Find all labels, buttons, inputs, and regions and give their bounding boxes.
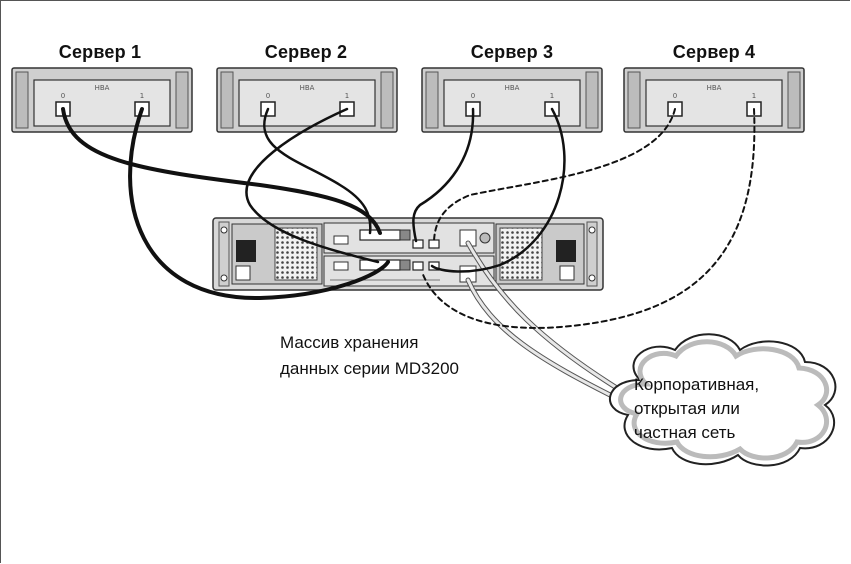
network-label-line-2: открытая или xyxy=(634,399,740,418)
server-4-hba-label: HBA xyxy=(707,84,722,92)
server-2-port1-label: 1 xyxy=(345,92,349,100)
server-3-hba-label: HBA xyxy=(505,84,520,92)
server-3-hba-card xyxy=(421,67,603,133)
server-1-hba-card xyxy=(11,67,193,133)
sas-cables-dashed xyxy=(421,108,756,329)
sas-cables-solid xyxy=(61,107,566,301)
server-4-port1-label: 1 xyxy=(752,92,756,100)
server-4-label: Сервер 4 xyxy=(672,42,756,62)
storage-caption-line-1: Массив хранения xyxy=(280,333,419,352)
server-2-hba-card xyxy=(216,67,398,133)
server-1-hba-label: HBA xyxy=(95,84,110,92)
storage-caption-line-2: данных серии MD3200 xyxy=(280,359,459,378)
network-label-line-1: Корпоративная, xyxy=(634,375,760,394)
server-2-hba-label: HBA xyxy=(300,84,315,92)
server-1-port1-label: 1 xyxy=(140,92,144,100)
server-3-port1-label: 1 xyxy=(550,92,554,100)
server-1-port0-label: 0 xyxy=(61,92,65,100)
server-2-label: Сервер 2 xyxy=(264,42,348,62)
server-4-hba-card xyxy=(623,67,805,133)
server-1-label: Сервер 1 xyxy=(58,42,142,62)
server-3-port0-label: 0 xyxy=(471,92,475,100)
network-label-line-3: частная сеть xyxy=(634,423,736,442)
network-cloud xyxy=(609,333,837,467)
network-cloud-label: Корпоративная, открытая или частная сеть xyxy=(634,373,834,445)
storage-array-caption: Массив хранения данных серии MD3200 xyxy=(280,330,459,382)
server-2-port0-label: 0 xyxy=(266,92,270,100)
server-3-label: Сервер 3 xyxy=(470,42,554,62)
server-4-port0-label: 0 xyxy=(673,92,677,100)
md3200-storage-array xyxy=(212,217,604,291)
